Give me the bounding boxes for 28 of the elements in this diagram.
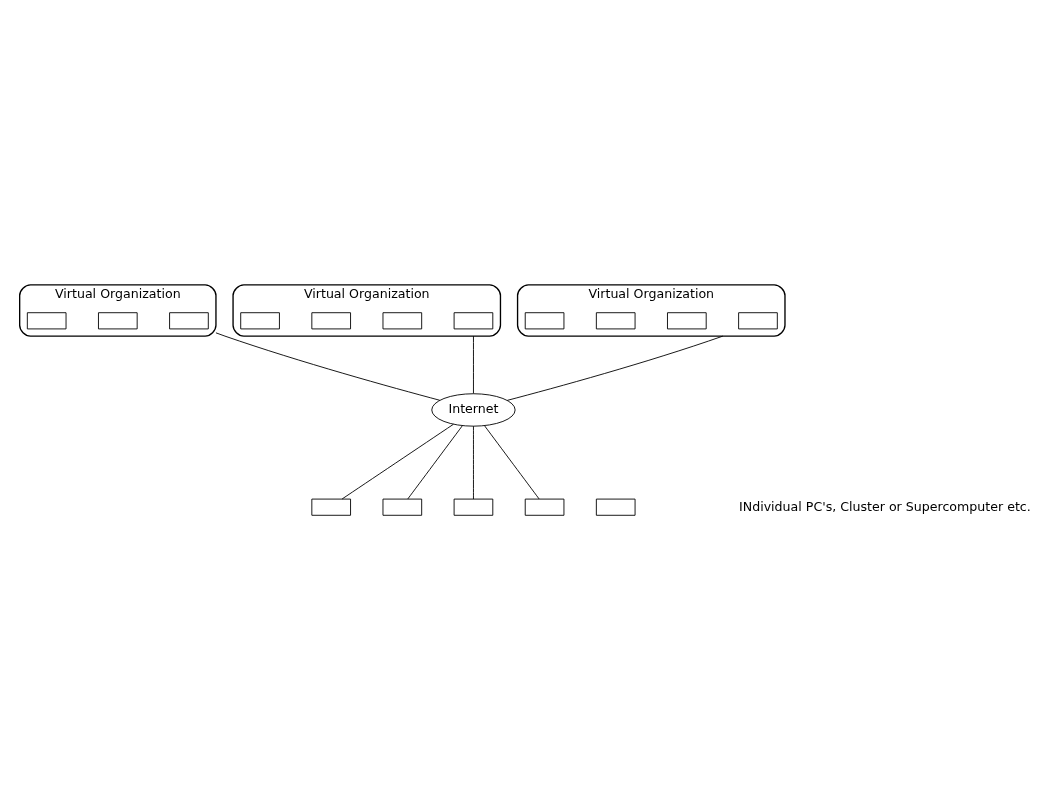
cluster: Virtual Organization <box>232 283 502 337</box>
node-box <box>738 311 778 329</box>
connector <box>484 424 540 499</box>
node-ellipse: Internet <box>431 392 516 427</box>
connector <box>215 331 441 401</box>
node-box <box>382 311 423 329</box>
node-box <box>524 498 565 516</box>
connector <box>341 423 454 499</box>
node-box <box>453 311 494 329</box>
node-box <box>311 311 351 329</box>
cluster: Virtual Organization <box>19 283 217 337</box>
node-box <box>453 498 494 516</box>
node-box <box>311 498 351 516</box>
node-box <box>240 311 280 329</box>
node-box <box>595 311 636 329</box>
node-box <box>169 311 209 329</box>
node-box <box>524 311 565 329</box>
connector <box>473 425 474 499</box>
node-box <box>26 311 67 329</box>
connector <box>407 424 463 499</box>
cluster: Virtual Organization <box>516 283 786 337</box>
node-box <box>382 498 423 516</box>
connector <box>506 335 724 401</box>
node-box <box>98 311 138 329</box>
connector <box>473 335 474 394</box>
node-box <box>595 498 636 516</box>
label: INdividual PC's, Cluster or Supercomputer etc. <box>739 498 1031 514</box>
node-box <box>667 311 707 329</box>
